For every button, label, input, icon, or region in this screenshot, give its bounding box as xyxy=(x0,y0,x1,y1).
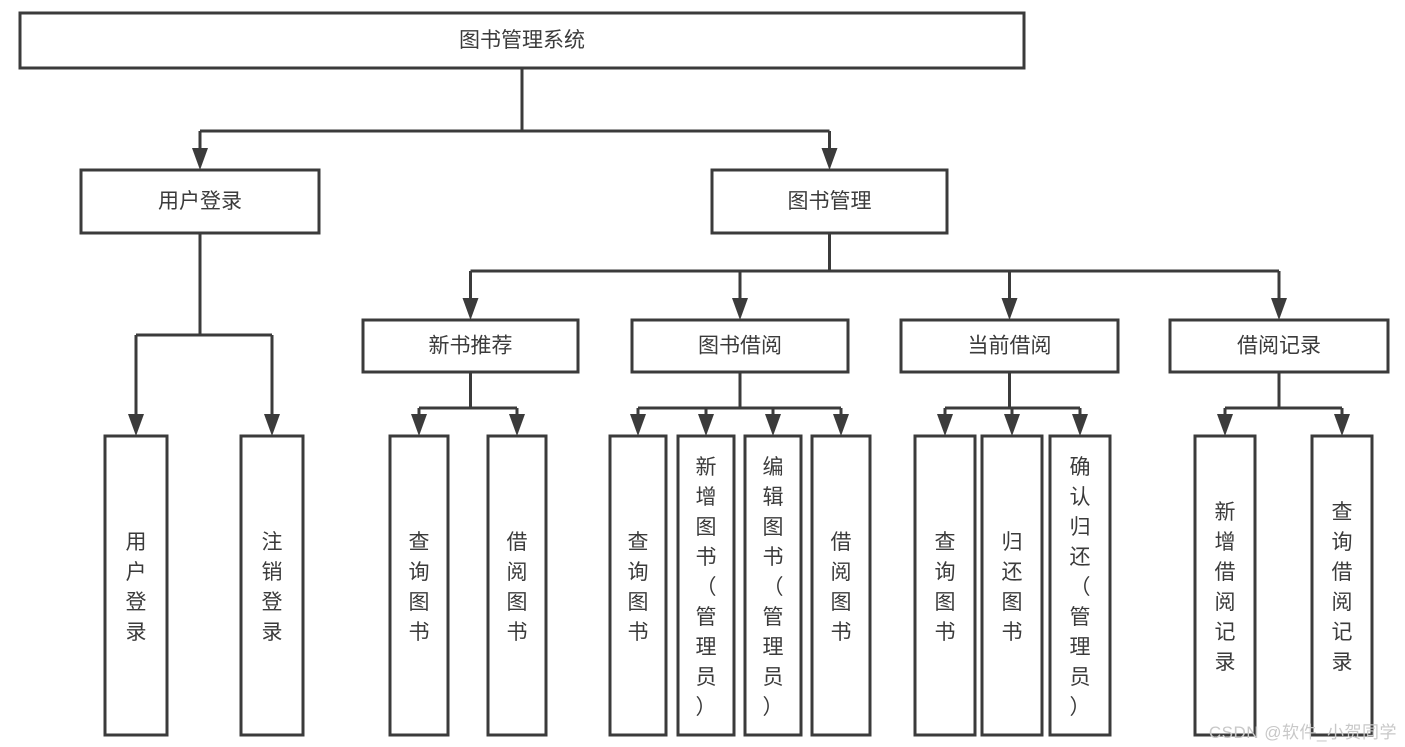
l2-new-book-recommend-arrow-1 xyxy=(509,414,525,436)
node-box xyxy=(1048,434,1112,737)
node-borrow-book-2[interactable]: 借阅图书 xyxy=(810,434,872,737)
l2-book-borrowing-arrow-0 xyxy=(630,414,646,436)
node-label: 编辑图书（管理员） xyxy=(763,456,784,719)
l2-book-borrowing-arrow-2 xyxy=(765,414,781,436)
node-label: 归还图书 xyxy=(1002,531,1023,644)
node-label: 确认归还（管理员） xyxy=(1070,456,1091,719)
node-box xyxy=(913,434,977,737)
l1-book-management-arrow-1 xyxy=(732,298,748,320)
l2-borrow-records-arrow-1 xyxy=(1334,414,1350,436)
l1-user-login-arrow-1 xyxy=(264,414,280,436)
node-label: 查询图书 xyxy=(628,531,649,644)
node-label: 用户登录 xyxy=(126,531,147,644)
node-return-book[interactable]: 归还图书 xyxy=(980,434,1044,737)
node-box xyxy=(743,434,803,737)
node-add-borrow-record[interactable]: 新增借阅记录 xyxy=(1193,434,1257,737)
l1-book-management-arrow-0 xyxy=(462,298,479,320)
node-label: 查询图书 xyxy=(409,531,430,644)
l2-current-borrowing-arrow-2 xyxy=(1072,414,1088,436)
root-arrow-1 xyxy=(821,148,838,170)
l2-book-borrowing-arrow-3 xyxy=(833,414,849,436)
node-box xyxy=(630,318,850,374)
l1-book-management-arrow-3 xyxy=(1271,298,1287,320)
node-label: 图书借阅 xyxy=(698,335,782,358)
node-box xyxy=(18,11,1026,70)
node-label: 查询图书 xyxy=(935,531,956,644)
connectors-layer xyxy=(128,68,1350,436)
node-label: 借阅记录 xyxy=(1237,335,1321,358)
node-borrow-book-1[interactable]: 借阅图书 xyxy=(486,434,548,737)
node-box xyxy=(1310,434,1374,737)
node-label: 图书管理系统 xyxy=(459,29,585,52)
node-new-book-recommend[interactable]: 新书推荐 xyxy=(361,318,580,374)
l1-user-login-arrow-0 xyxy=(128,414,144,436)
node-edit-book-admin[interactable]: 编辑图书（管理员） xyxy=(743,434,803,737)
node-label: 新增图书（管理员） xyxy=(696,456,717,719)
node-confirm-return-admin[interactable]: 确认归还（管理员） xyxy=(1048,434,1112,737)
node-box xyxy=(239,434,305,737)
node-query-book-1[interactable]: 查询图书 xyxy=(388,434,450,737)
node-label: 新增借阅记录 xyxy=(1215,501,1236,674)
l2-current-borrowing-arrow-1 xyxy=(1004,414,1020,436)
node-label: 新书推荐 xyxy=(429,335,513,358)
node-box xyxy=(1168,318,1390,374)
node-box xyxy=(980,434,1044,737)
node-user-login[interactable]: 用户登录 xyxy=(79,168,321,235)
node-box xyxy=(486,434,548,737)
node-label: 注销登录 xyxy=(262,531,283,644)
node-box xyxy=(676,434,736,737)
node-label: 当前借阅 xyxy=(968,335,1052,358)
l2-book-borrowing-arrow-1 xyxy=(698,414,714,436)
node-label: 查询借阅记录 xyxy=(1332,501,1353,674)
nodes-layer: 图书管理系统用户登录用户登录注销登录图书管理新书推荐查询图书借阅图书图书借阅查询… xyxy=(18,11,1390,737)
node-box xyxy=(710,168,949,235)
l2-borrow-records-arrow-0 xyxy=(1217,414,1233,436)
node-query-borrow-record[interactable]: 查询借阅记录 xyxy=(1310,434,1374,737)
node-label: 图书管理 xyxy=(788,190,872,213)
node-root[interactable]: 图书管理系统 xyxy=(18,11,1026,70)
node-add-book-admin[interactable]: 新增图书（管理员） xyxy=(676,434,736,737)
node-book-management[interactable]: 图书管理 xyxy=(710,168,949,235)
node-label: 用户登录 xyxy=(158,190,242,213)
node-user-login-leaf[interactable]: 用户登录 xyxy=(103,434,169,737)
l2-new-book-recommend-arrow-0 xyxy=(411,414,427,436)
node-user-logout-leaf[interactable]: 注销登录 xyxy=(239,434,305,737)
l1-book-management-arrow-2 xyxy=(1001,298,1018,320)
node-box xyxy=(810,434,872,737)
node-current-borrowing[interactable]: 当前借阅 xyxy=(899,318,1120,374)
node-box xyxy=(361,318,580,374)
node-label: 借阅图书 xyxy=(507,531,528,644)
node-box xyxy=(388,434,450,737)
node-box xyxy=(608,434,668,737)
l2-current-borrowing-arrow-0 xyxy=(937,414,953,436)
node-query-book-2[interactable]: 查询图书 xyxy=(608,434,668,737)
node-box xyxy=(1193,434,1257,737)
node-box xyxy=(103,434,169,737)
node-box xyxy=(79,168,321,235)
node-query-book-3[interactable]: 查询图书 xyxy=(913,434,977,737)
node-label: 借阅图书 xyxy=(831,531,852,644)
root-arrow-0 xyxy=(192,148,208,170)
node-box xyxy=(899,318,1120,374)
node-borrow-records[interactable]: 借阅记录 xyxy=(1168,318,1390,374)
node-book-borrowing[interactable]: 图书借阅 xyxy=(630,318,850,374)
